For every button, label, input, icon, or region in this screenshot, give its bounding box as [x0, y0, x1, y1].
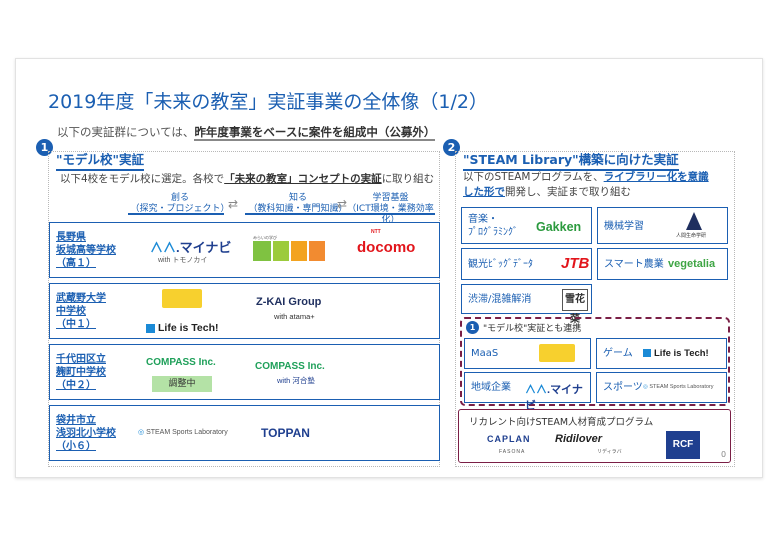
linked-programs-group [460, 317, 730, 406]
school-name: 長野県坂城高等学校（高１） [56, 232, 116, 269]
compass-logo: COMPASS Inc. [255, 361, 325, 372]
recurrent-program-box: リカレント向けSTEAM人材育成プログラム CAPLAN FASONA Ridi… [458, 409, 731, 463]
steam-library-desc: 以下のSTEAMプログラムを、ライブラリー化を意識した形で開発し、実証まで取り組… [463, 171, 709, 198]
program-card-ml: 機械学習 人間生命学研 [597, 207, 728, 244]
school-row-sakaki: 長野県坂城高等学校（高１） ∧∧.マイナビ with トモノカイ みらいの学び … [49, 222, 440, 278]
cycle-arrow-icon: ⇄ [337, 197, 348, 211]
column-underline [245, 213, 349, 215]
program-card-maas: MaaS [464, 338, 591, 369]
program-card-traffic: 渋滞/混雑解消 雪花菜 [461, 284, 592, 325]
vegetalia-logo: vegetalia [668, 258, 716, 270]
status-badge-pending: 調整中 [152, 376, 212, 392]
kirazu-logo: 雪花菜 [562, 289, 588, 325]
column-underline [345, 213, 435, 215]
ridilover-logo: Ridilover [555, 433, 603, 445]
school-row-asaba: 袋井市立浅羽北小学校（小６） ◎ STEAM Sports Laboratory… [49, 405, 440, 461]
column-underline [128, 213, 224, 215]
program-card-sports: スポーツ ◎ STEAM Sports Laboratory [596, 372, 727, 403]
docomo-logo: docomo [357, 239, 416, 256]
column-head-know: 知る（教科知識・専門知識） [248, 193, 348, 214]
gakken-logo: Gakken [536, 220, 582, 234]
page-number: 0 [721, 450, 727, 459]
recurrent-title: リカレント向けSTEAM人材育成プログラム [469, 417, 654, 428]
page-title: 2019年度「未来の教室」実証事業の全体像（1/2） [48, 91, 488, 113]
program-card-agri: スマート農業 vegetalia [597, 248, 728, 280]
program-card-music: 音楽・ ﾌﾟﾛｸﾞﾗﾐﾝｸﾞ Gakken [461, 207, 592, 244]
fasona-logo: FASONA [499, 449, 526, 455]
link-label: "モデル校"実証とも連携 [483, 324, 582, 334]
subtitle: 以下の実証群については、昨年度事業をベースに案件を組成中（公募外） [57, 125, 436, 141]
steam-library-panel [455, 151, 735, 467]
caplan-logo: CAPLAN [487, 434, 531, 444]
compass-logo: COMPASS Inc. [146, 357, 216, 368]
ntt-mark: NTT [371, 229, 381, 235]
section-heading-model-school: "モデル校"実証 [56, 149, 145, 171]
column-head-foundation: 学習基盤（ICT環境・業務効率化） [347, 193, 434, 225]
tomonokai-logo: with トモノカイ [158, 257, 208, 264]
atama-logo: with atama+ [274, 312, 315, 321]
institute-logo-icon [686, 212, 702, 230]
link-number-badge: 1 [466, 321, 479, 334]
toppan-logo: TOPPAN [261, 426, 310, 440]
model-school-desc: 以下4校をモデル校に選定。各校で「未来の教室」コンセプトの実証に取り組む [60, 173, 435, 185]
section-heading-steam-library: "STEAM Library"構築に向けた実証 [463, 149, 679, 171]
column-head-create: 創る（探究・プロジェクト） [130, 193, 230, 214]
yellow-badge-logo [162, 289, 202, 308]
lifeistech-logo: Life is Tech! [643, 348, 709, 359]
cycle-arrow-icon: ⇄ [228, 197, 239, 211]
institute-logo-text: 人間生命学研 [676, 233, 707, 239]
program-card-tourism: 観光ﾋﾞｯｸﾞﾃﾞｰﾀ JTB [461, 248, 592, 280]
jtb-logo: JTB [561, 255, 590, 272]
kawaijuku-logo: with 河合塾 [277, 376, 315, 385]
rcf-logo: RCF [666, 431, 700, 459]
zkai-logo: Z-KAI Group [256, 296, 322, 308]
steam-sports-logo: ◎ STEAM Sports Laboratory [138, 429, 228, 436]
yellow-badge-logo [539, 344, 575, 362]
school-name: 武蔵野大学中学校（中１） [56, 293, 106, 330]
program-card-game: ゲーム Life is Tech! [596, 338, 727, 369]
mirai-no-manabi-logo: みらいの学び [253, 235, 325, 261]
mynavi-logo: ∧∧.マイナビ [150, 240, 232, 255]
ridilover-kana: リディラバ [597, 449, 622, 455]
mynavi-logo: ∧∧.マイナビ [525, 384, 583, 412]
school-row-musashino: 武蔵野大学中学校（中１） Life is Tech! Z-KAI Group w… [49, 283, 440, 339]
steam-sports-logo: ◎ STEAM Sports Laboratory [643, 384, 714, 390]
school-row-kojimachi: 千代田区立麹町中学校（中２） COMPASS Inc. 調整中 COMPASS … [49, 344, 440, 400]
school-name: 千代田区立麹町中学校（中２） [56, 354, 106, 391]
lifeistech-logo: Life is Tech! [146, 322, 218, 334]
program-card-local: 地域企業 ∧∧.マイナビ [464, 372, 591, 412]
school-name: 袋井市立浅羽北小学校（小６） [56, 415, 116, 452]
